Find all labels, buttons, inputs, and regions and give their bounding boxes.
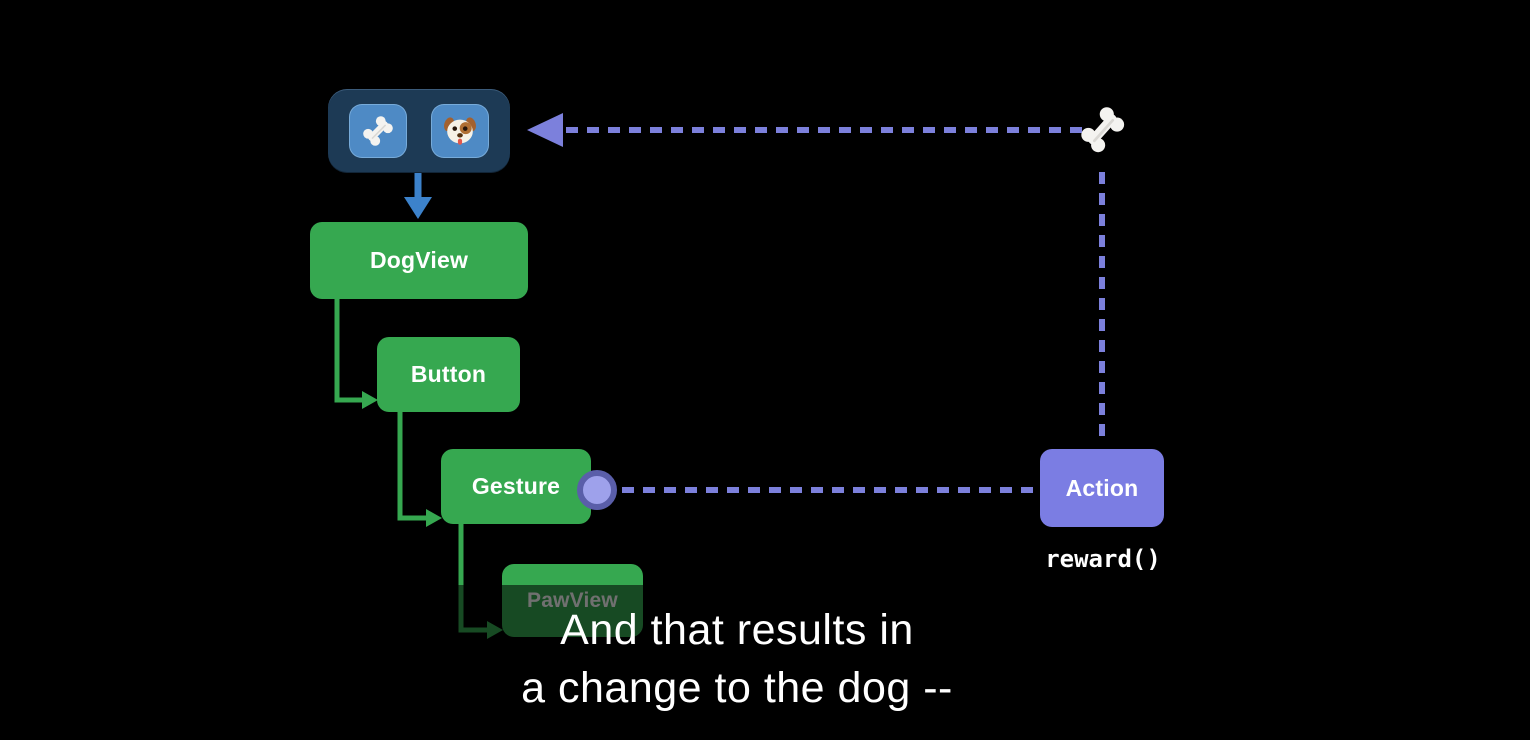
node-action: Action (1040, 449, 1164, 527)
dog-tile (431, 104, 489, 158)
node-gesture: Gesture (441, 449, 591, 524)
dog-state-panel (328, 89, 510, 173)
node-gesture-label: Gesture (471, 473, 561, 499)
caption-line-2: a change to the dog -- (521, 664, 953, 712)
wire-bone-panel (527, 113, 1082, 147)
update-arrow (404, 170, 432, 219)
caption-line-1: And that results in (560, 606, 914, 654)
node-button-label: Button (410, 361, 487, 387)
bone-icon (363, 116, 393, 146)
caption-backdrop (0, 585, 1530, 740)
bone-tile (349, 104, 407, 158)
caption: And that results in a change to the dog … (521, 601, 953, 717)
reward-code-label: reward() (1045, 545, 1161, 573)
node-dogview-label: DogView (369, 247, 469, 273)
node-dogview: DogView (310, 222, 528, 299)
node-button: Button (377, 337, 520, 412)
bone-icon (1077, 101, 1129, 164)
dog-icon (444, 117, 476, 145)
connector-dogview-button (334, 297, 378, 409)
node-action-label: Action (1065, 474, 1139, 501)
connector-button-gesture (397, 410, 442, 527)
gesture-port-circle (577, 470, 617, 510)
